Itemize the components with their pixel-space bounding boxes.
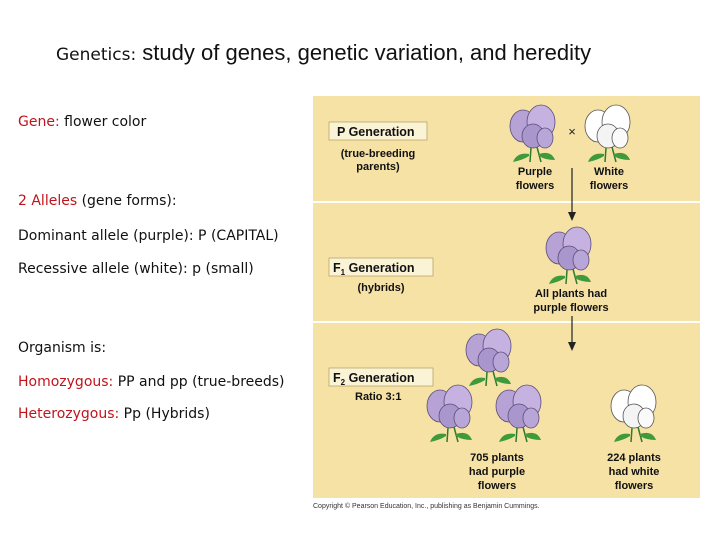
f1-generation-label-box: [328, 257, 434, 277]
alleles-term: 2 Alleles: [18, 193, 78, 209]
title-rest: study of genes, genetic variation, and h…: [136, 40, 592, 65]
p-generation-label: P Generation: [337, 125, 415, 139]
f1-note-2: purple flowers: [533, 302, 608, 314]
alleles-line: 2 Alleles (gene forms):: [18, 193, 177, 209]
homozygous-line: Homozygous: PP and pp (true-breeds): [18, 374, 285, 390]
p-generation-sub1: (true-breeding: [341, 148, 416, 160]
arrow-f1-to-f2-head: [568, 342, 576, 351]
cross-symbol: ×: [568, 124, 576, 139]
f2-white-count-3: flowers: [615, 480, 654, 492]
f1-generation-label: F1 Generation: [333, 261, 415, 277]
purple-parent-label-2: flowers: [516, 180, 555, 192]
homozygous-value: PP and pp (true-breeds): [113, 374, 285, 390]
recessive-line: Recessive allele (white): p (small): [18, 261, 254, 277]
white-parent-label-1: White: [594, 166, 624, 178]
homozygous-term: Homozygous:: [18, 374, 114, 390]
alleles-value: (gene forms):: [77, 193, 177, 209]
heterozygous-value: Pp (Hybrids): [119, 406, 210, 422]
arrow-p-to-f1-head: [568, 212, 576, 221]
dominant-line: Dominant allele (purple): P (CAPITAL): [18, 228, 279, 244]
f2-purple-count-1: 705 plants: [470, 452, 524, 464]
genetics-cross-figure: P Generation (true-breeding parents) × P…: [313, 96, 700, 498]
f1-note-1: All plants had: [535, 288, 607, 300]
gene-term: Gene:: [18, 114, 60, 130]
gene-line: Gene: flower color: [18, 114, 146, 130]
p-generation-panel: [313, 96, 700, 201]
title-lead: Genetics:: [56, 45, 137, 65]
organism-line: Organism is:: [18, 340, 107, 356]
page-title: Genetics: study of genes, genetic variat…: [56, 40, 591, 66]
heterozygous-line: Heterozygous: Pp (Hybrids): [18, 406, 210, 422]
gene-value: flower color: [59, 114, 147, 130]
f2-white-count-2: had white: [609, 466, 660, 478]
copyright-notice: Copyright © Pearson Education, Inc., pub…: [313, 503, 540, 510]
f2-generation-label: F2 Generation: [333, 371, 415, 387]
purple-parent-label-1: Purple: [518, 166, 552, 178]
f2-purple-count-3: flowers: [478, 480, 517, 492]
f2-generation-label-box: [328, 367, 434, 387]
p-generation-label-box: [328, 121, 428, 141]
f2-ratio: Ratio 3:1: [355, 391, 401, 403]
f1-generation-sub: (hybrids): [357, 282, 404, 294]
f2-purple-count-2: had purple: [469, 466, 525, 478]
f2-white-count-1: 224 plants: [607, 452, 661, 464]
white-parent-label-2: flowers: [590, 180, 629, 192]
p-generation-sub2: parents): [356, 161, 400, 173]
heterozygous-term: Heterozygous:: [18, 406, 120, 422]
